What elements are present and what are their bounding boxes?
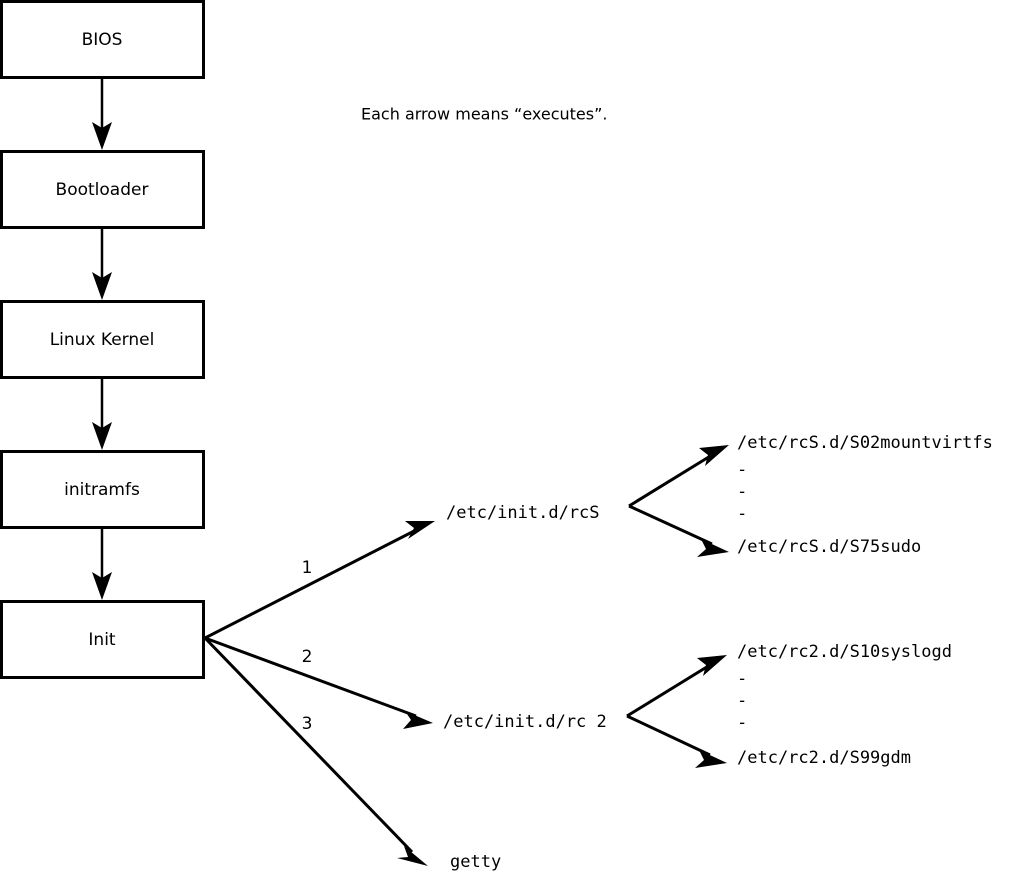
edge-init-to-rc2: 2 <box>204 636 433 729</box>
edge-rc2-to-first-script <box>626 655 727 718</box>
rcS-ellipsis-dash-1: - <box>737 460 747 480</box>
edge-number-2: 2 <box>302 647 313 667</box>
label-rcS-last-script[interactable]: /etc/rcS.d/S75sudo <box>737 537 921 557</box>
box-init-label: Init <box>88 630 116 650</box>
diagram-note: Each arrow means “executes”. <box>361 105 607 124</box>
edge-rc2-to-last-script <box>626 714 727 768</box>
box-bios[interactable]: BIOS <box>0 0 205 79</box>
rc2-ellipsis-dash-2: - <box>737 691 747 711</box>
label-init-d-rc2[interactable]: /etc/init.d/rc 2 <box>443 712 607 732</box>
edge-kernel-to-initramfs <box>92 378 112 450</box>
edge-number-3: 3 <box>302 714 313 734</box>
label-init-d-rcS[interactable]: /etc/init.d/rcS <box>446 503 600 523</box>
rc2-ellipsis-dash-3: - <box>737 713 747 733</box>
box-linux-kernel-label: Linux Kernel <box>50 330 155 350</box>
edge-rcS-to-last-script <box>628 504 729 557</box>
box-bootloader-label: Bootloader <box>56 180 149 200</box>
box-initramfs[interactable]: initramfs <box>0 450 205 529</box>
label-getty[interactable]: getty <box>450 852 501 872</box>
edge-bootloader-to-kernel <box>92 228 112 300</box>
box-bios-label: BIOS <box>82 30 123 50</box>
label-rc2-last-script[interactable]: /etc/rc2.d/S99gdm <box>737 748 911 768</box>
box-initramfs-label: initramfs <box>64 480 140 500</box>
rcS-ellipsis-dash-3: - <box>737 504 747 524</box>
rcS-ellipsis-dash-2: - <box>737 482 747 502</box>
label-rcS-first-script[interactable]: /etc/rcS.d/S02mountvirtfs <box>737 433 993 453</box>
box-bootloader[interactable]: Bootloader <box>0 150 205 229</box>
label-rc2-first-script[interactable]: /etc/rc2.d/S10syslogd <box>737 642 952 662</box>
rc2-ellipsis-dash-1: - <box>737 669 747 689</box>
box-init[interactable]: Init <box>0 600 205 679</box>
box-linux-kernel[interactable]: Linux Kernel <box>0 300 205 379</box>
edge-number-1: 1 <box>302 558 313 578</box>
edge-bios-to-bootloader <box>92 78 112 150</box>
edge-init-to-rcS: 1 <box>204 521 435 640</box>
edge-initramfs-to-init <box>92 528 112 600</box>
edge-init-to-getty: 3 <box>203 636 428 866</box>
vertical-edges <box>92 78 112 600</box>
edge-rcS-to-first-script <box>628 445 729 508</box>
